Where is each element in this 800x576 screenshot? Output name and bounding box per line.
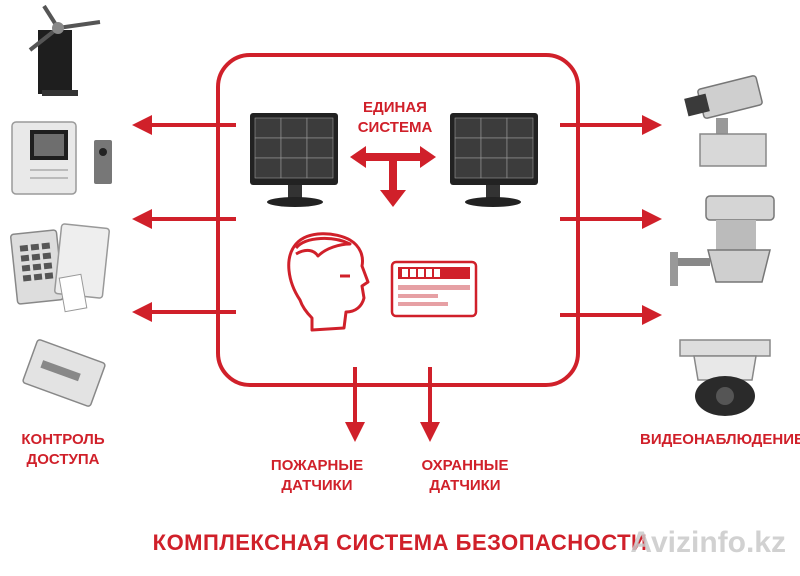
right-arrows xyxy=(560,115,662,325)
monitor-icon xyxy=(250,113,338,207)
keypad-reader-icon xyxy=(10,223,110,313)
security-sensors-line2: ДАТЧИКИ xyxy=(429,477,501,494)
unified-system-arrow xyxy=(350,146,436,207)
access-card-icon xyxy=(390,260,478,318)
access-control-line2: ДОСТУПА xyxy=(26,451,100,468)
fire-sensors-line2: ДАТЧИКИ xyxy=(281,477,353,494)
page-title: КОМПЛЕКСНАЯ СИСТЕМА БЕЗОПАСНОСТИ xyxy=(152,530,648,555)
dome-camera-icon xyxy=(679,339,771,416)
video-surveillance-text: ВИДЕОНАБЛЮДЕНИЕ xyxy=(640,431,800,448)
proximity-card-icon xyxy=(22,339,106,407)
watermark: Avizinfo.kz xyxy=(630,526,786,559)
center-label-line2: СИСТЕМА xyxy=(357,119,433,136)
person-head-icon xyxy=(287,232,370,332)
video-surveillance-label: ВИДЕОНАБЛЮДЕНИЕ xyxy=(640,430,800,450)
access-control-label: КОНТРОЛЬ ДОСТУПА xyxy=(8,430,118,470)
center-label: ЕДИНАЯ СИСТЕМА xyxy=(340,98,450,138)
security-sensors-label: ОХРАННЫЕ ДАТЧИКИ xyxy=(410,456,520,496)
turnstile-icon xyxy=(28,4,101,96)
box-camera-icon xyxy=(684,75,767,167)
ptz-camera-icon xyxy=(670,195,775,286)
bottom-arrows xyxy=(345,367,440,442)
left-arrows xyxy=(132,115,236,322)
center-label-line1: ЕДИНАЯ xyxy=(363,99,427,116)
access-control-line1: КОНТРОЛЬ xyxy=(21,431,105,448)
monitor-icon xyxy=(450,113,538,207)
security-sensors-line1: ОХРАННЫЕ xyxy=(421,457,509,474)
intercom-icon xyxy=(11,121,112,195)
fire-sensors-label: ПОЖАРНЫЕ ДАТЧИКИ xyxy=(262,456,372,496)
fire-sensors-line1: ПОЖАРНЫЕ xyxy=(270,457,364,474)
